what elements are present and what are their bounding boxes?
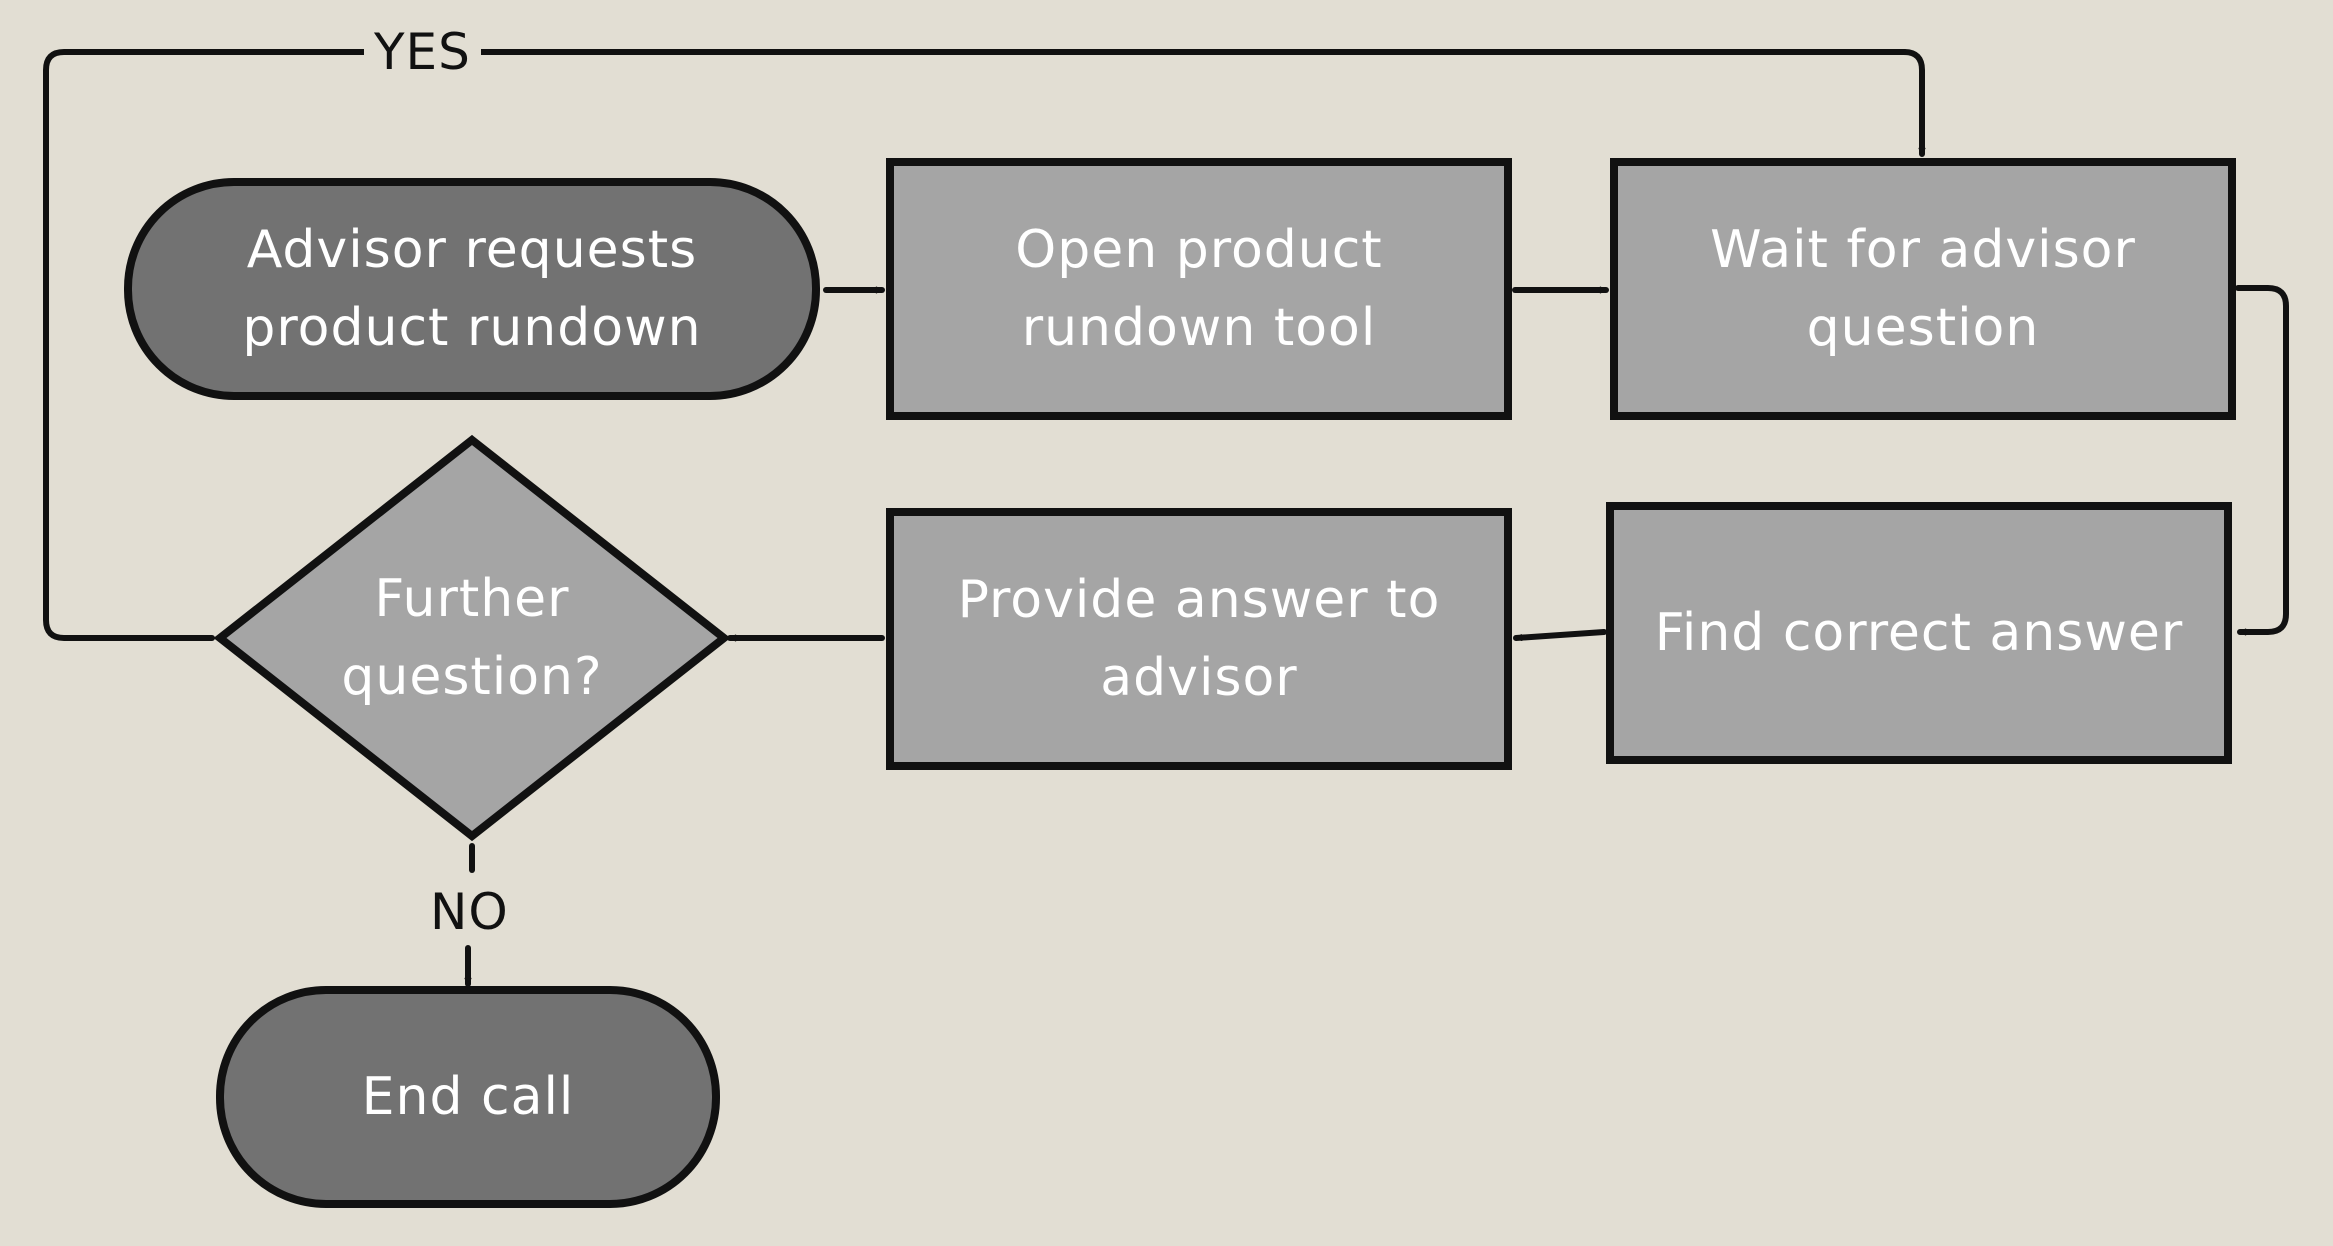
process-find-line1: Find correct answer: [1654, 603, 2184, 663]
arrow-find-to-provide: [1513, 629, 1607, 642]
decision-line1: Further: [374, 569, 570, 629]
arrow-wait-to-find-route: [2235, 285, 2289, 636]
decision-further-question: Further question?: [272, 560, 672, 716]
process-provide-answer: Provide answer to advisor: [886, 508, 1512, 770]
decision-diamond: [213, 434, 731, 842]
start-terminal: Advisor requests product rundown: [124, 178, 820, 400]
start-terminal-line2: product rundown: [242, 298, 702, 358]
decision-line2: question?: [341, 647, 603, 707]
process-open-tool: Open product rundown tool: [886, 158, 1512, 420]
arrow-decision-yes-to-wait: [43, 49, 1926, 641]
end-terminal: End call: [216, 986, 720, 1208]
end-terminal-line1: End call: [361, 1067, 575, 1127]
start-terminal-line1: Advisor requests: [246, 220, 698, 280]
process-wait-for-question: Wait for advisor question: [1610, 158, 2236, 420]
edge-label-no: NO: [420, 884, 519, 940]
process-wait-line1: Wait for advisor: [1710, 220, 2136, 280]
process-provide-line2: advisor: [1100, 648, 1298, 708]
process-open-tool-line2: rundown tool: [1021, 298, 1377, 358]
process-find-answer: Find correct answer: [1606, 502, 2232, 764]
process-provide-line1: Provide answer to: [957, 570, 1441, 630]
process-wait-line2: question: [1806, 298, 2040, 358]
process-open-tool-line1: Open product: [1015, 220, 1383, 280]
edge-label-yes: YES: [364, 24, 481, 80]
